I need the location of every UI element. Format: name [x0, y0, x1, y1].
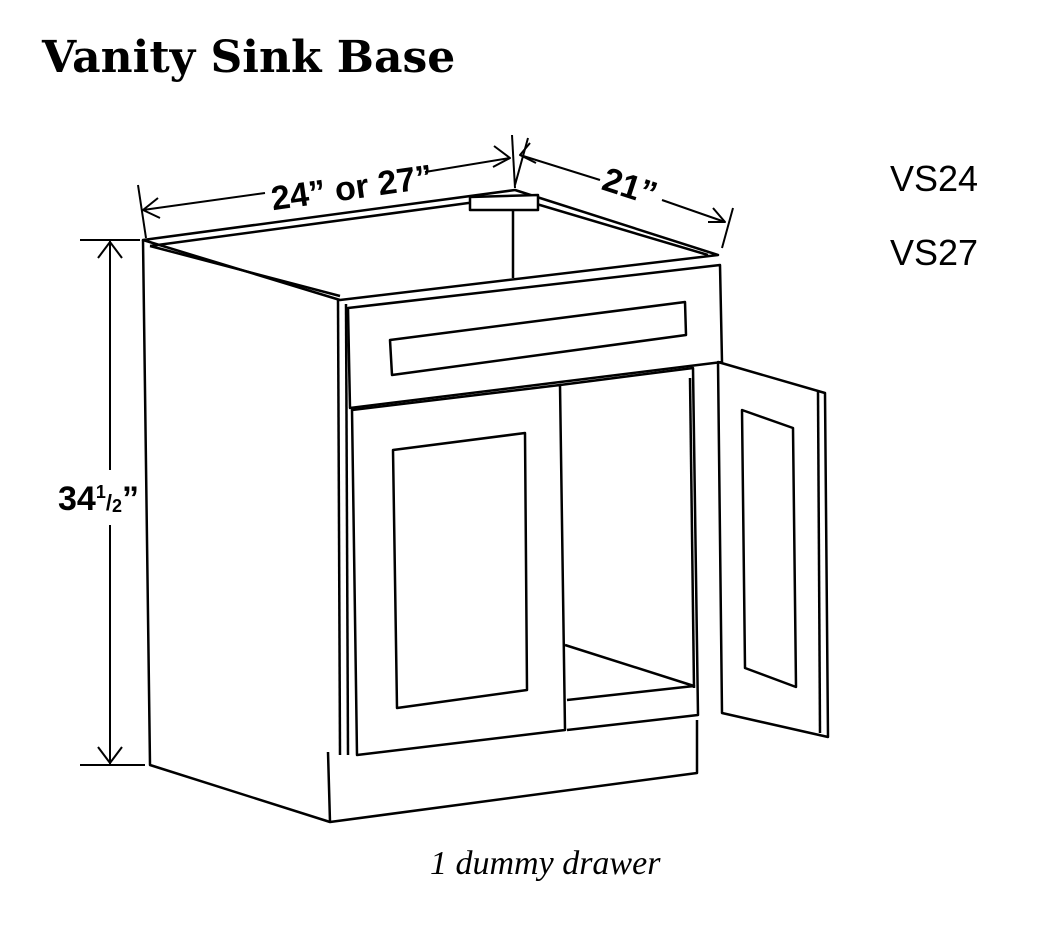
dimension-lines	[80, 134, 734, 766]
height-dimension-label: 341/2”	[58, 480, 139, 518]
model-code-vs24: VS24	[890, 158, 979, 199]
caption: 1 dummy drawer	[430, 845, 661, 882]
depth-dimension-label: 21”	[598, 160, 662, 213]
page-title: Vanity Sink Base	[42, 32, 456, 83]
cabinet-body	[141, 188, 830, 824]
model-code-vs27: VS27	[890, 232, 979, 273]
